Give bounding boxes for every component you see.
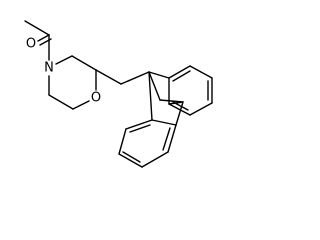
bond-c2-ch2 <box>95 69 122 85</box>
ring-b-double-2 <box>122 151 141 163</box>
ring-b-bond-2 <box>167 124 177 153</box>
acetyl-group <box>24 20 52 61</box>
amide-nitrogen-label: N <box>44 61 54 76</box>
ring-a-bond-6 <box>168 103 191 116</box>
methylene-linker <box>95 69 150 85</box>
ethanoanthracene-core <box>118 65 213 168</box>
ring-a-bond-3 <box>189 65 213 79</box>
ring-b-bond-6 <box>125 119 153 130</box>
ring-a-double-1 <box>172 70 191 82</box>
bond-methyl-carbonyl <box>24 20 50 36</box>
ring-b-bond-1 <box>151 119 177 126</box>
ring-b-double-1 <box>162 127 171 151</box>
bond-o-c6 <box>72 100 90 110</box>
lower-benzene-ring <box>118 119 177 168</box>
chemical-structure-diagram: O N O <box>24 20 213 168</box>
bond-bridge-c10 <box>159 99 184 103</box>
bond-c9-upper-ring <box>148 71 170 79</box>
bond-c9-bridge <box>148 71 161 101</box>
bond-c3-c2 <box>71 55 97 71</box>
bond-c6-c5 <box>48 94 74 110</box>
bond-c9-lower-ring <box>148 71 153 121</box>
ring-b-bond-4 <box>118 153 143 168</box>
upper-benzene-ring <box>168 65 213 116</box>
ring-b-bond-3 <box>141 151 169 168</box>
ring-b-double-3 <box>129 124 151 133</box>
bond-ch2-bridgehead <box>120 71 150 85</box>
bond-n-c3 <box>55 55 73 65</box>
carbonyl-oxygen-label: O <box>26 37 36 52</box>
bond-carbonyl-double-a <box>37 34 50 42</box>
ring-b-bond-5 <box>118 128 127 155</box>
ring-oxygen-label: O <box>91 91 101 106</box>
bond-c10-lower-ring <box>175 101 184 126</box>
ring-a-bond-2 <box>168 65 191 79</box>
ring-a-double-3 <box>172 101 189 111</box>
ring-a-bond-5 <box>189 102 213 116</box>
morpholine-ring <box>48 55 97 110</box>
